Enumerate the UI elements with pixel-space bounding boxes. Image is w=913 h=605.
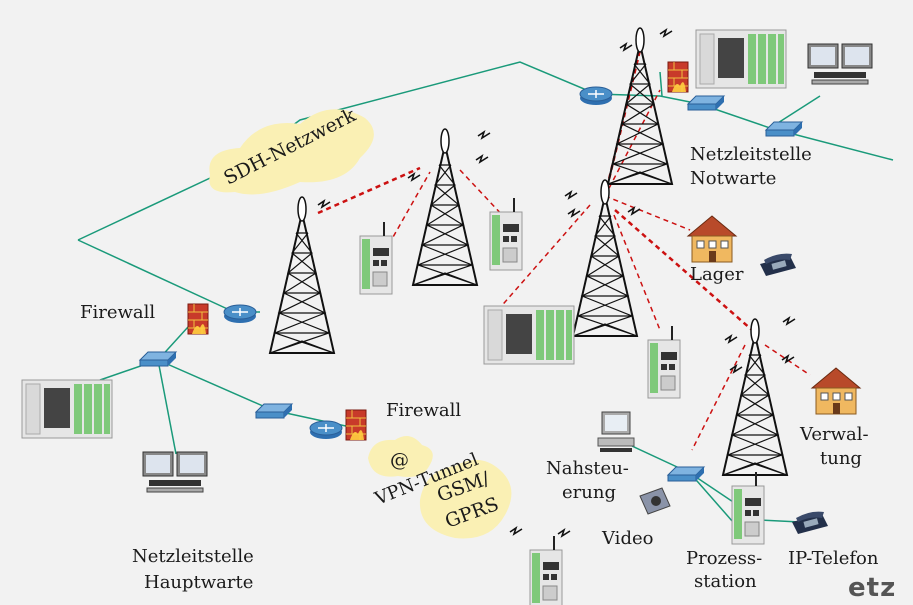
video-label: Video bbox=[601, 528, 653, 549]
verwaltung-label-line2: tung bbox=[820, 448, 862, 469]
nahsteuerung-label-line2: erung bbox=[562, 482, 616, 503]
hauptwarte-label-line1: Netzleitstelle bbox=[132, 546, 254, 567]
router-top bbox=[579, 86, 613, 106]
hauptwarte-label-line2: Hauptwarte bbox=[144, 572, 253, 593]
gsm-cloud: GSM/ GPRS bbox=[419, 459, 512, 539]
house-lager bbox=[687, 215, 737, 263]
rtu-gsm bbox=[529, 535, 563, 605]
radio-tower-left bbox=[269, 196, 335, 354]
rtu-prozessstation bbox=[731, 471, 765, 545]
notwarte-label-line1: Netzleitstelle bbox=[690, 144, 812, 165]
rtu-center-left bbox=[359, 221, 393, 295]
radio-tower-mid bbox=[572, 179, 638, 337]
firewall-top-right bbox=[667, 61, 689, 93]
switch-left bbox=[139, 351, 177, 367]
router-left bbox=[223, 304, 257, 324]
rack-center bbox=[483, 305, 575, 365]
phone-ip bbox=[792, 511, 828, 534]
notwarte-label-line2: Notwarte bbox=[690, 168, 776, 189]
router-bottom bbox=[309, 420, 343, 440]
lager-label: Lager bbox=[690, 264, 744, 285]
monitors-hauptwarte bbox=[142, 451, 208, 493]
vpn-cloud: @ bbox=[368, 436, 433, 477]
radio-tower-center bbox=[412, 128, 478, 286]
rtu-mid bbox=[647, 325, 681, 399]
radio-tower-right bbox=[722, 318, 788, 476]
sdh-cloud: SDH-Netzwerk bbox=[209, 104, 374, 195]
switch-bottom bbox=[255, 403, 293, 419]
verwaltung-label-line1: Verwal- bbox=[799, 424, 869, 445]
radio-tower-top-right bbox=[607, 27, 673, 185]
prozessstation-label-line1: Prozess- bbox=[686, 548, 762, 569]
monitors-notwarte bbox=[807, 43, 873, 85]
switch-top-2 bbox=[765, 121, 803, 137]
firewall-bottom-label: Firewall bbox=[386, 400, 461, 421]
switch-top-1 bbox=[687, 95, 725, 111]
rack-notwarte bbox=[695, 29, 787, 89]
prozessstation-label-line2: station bbox=[694, 571, 757, 592]
firewall-top-label: Firewall bbox=[80, 302, 155, 323]
video-camera-icon bbox=[639, 487, 671, 515]
etz-logo: etz bbox=[848, 573, 896, 603]
nahsteuerung-label-line1: Nahsteu- bbox=[546, 458, 629, 479]
rtu-center bbox=[489, 197, 523, 271]
at-symbol: @ bbox=[390, 449, 409, 471]
ip-telefon-label: IP-Telefon bbox=[788, 548, 879, 569]
house-verwaltung bbox=[811, 367, 861, 415]
firewall-bottom bbox=[345, 409, 367, 441]
firewall-left bbox=[187, 303, 209, 335]
phone-lager bbox=[760, 253, 796, 276]
pc-nahsteuerung bbox=[597, 411, 635, 453]
rack-hauptwarte bbox=[21, 379, 113, 439]
